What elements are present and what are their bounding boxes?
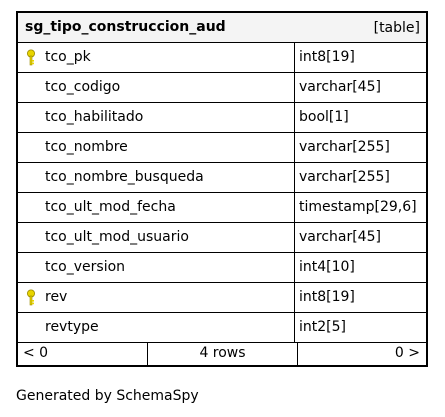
- column-name: rev: [45, 289, 68, 305]
- column-row: tco_version int4[10]: [18, 253, 426, 283]
- column-type-cell: varchar[45]: [295, 73, 426, 102]
- column-type-cell: varchar[45]: [295, 223, 426, 252]
- column-name: tco_ult_mod_usuario: [45, 229, 189, 245]
- column-name-cell: tco_nombre: [18, 133, 295, 162]
- parents-count-cell: < 0: [18, 343, 148, 365]
- column-row: tco_nombre_busqueda varchar[255]: [18, 163, 426, 193]
- column-row: tco_ult_mod_usuario varchar[45]: [18, 223, 426, 253]
- column-name-cell: tco_pk: [18, 43, 295, 72]
- column-type: int4[10]: [299, 259, 355, 275]
- column-name-cell: revtype: [18, 313, 295, 342]
- table-header: sg_tipo_construccion_aud [table]: [18, 13, 426, 43]
- column-name: tco_codigo: [45, 79, 121, 95]
- column-name: tco_nombre_busqueda: [45, 169, 204, 185]
- column-row: tco_nombre varchar[255]: [18, 133, 426, 163]
- column-type: varchar[255]: [299, 139, 390, 155]
- children-count-cell: 0 >: [298, 343, 426, 365]
- table-entity: sg_tipo_construccion_aud [table] tco_pk …: [16, 11, 428, 367]
- column-name-cell: rev: [18, 283, 295, 312]
- column-type-cell: int8[19]: [295, 43, 426, 72]
- column-name-cell: tco_version: [18, 253, 295, 282]
- children-count: 0 >: [394, 345, 420, 361]
- column-type-cell: int2[5]: [295, 313, 426, 342]
- table-name: sg_tipo_construccion_aud: [25, 19, 226, 35]
- column-name-cell: tco_nombre_busqueda: [18, 163, 295, 192]
- column-name: tco_version: [45, 259, 126, 275]
- column-name: tco_pk: [45, 49, 91, 65]
- generator-credit: Generated by SchemaSpy: [16, 388, 199, 404]
- column-type-cell: timestamp[29,6]: [295, 193, 426, 222]
- column-row: tco_ult_mod_fecha timestamp[29,6]: [18, 193, 426, 223]
- column-type: int2[5]: [299, 319, 346, 335]
- column-type-cell: bool[1]: [295, 103, 426, 132]
- column-name: tco_ult_mod_fecha: [45, 199, 176, 215]
- column-row: tco_codigo varchar[45]: [18, 73, 426, 103]
- column-row: rev int8[19]: [18, 283, 426, 313]
- column-name-cell: tco_codigo: [18, 73, 295, 102]
- key-icon: [27, 289, 35, 306]
- key-icon: [27, 49, 35, 66]
- column-type: timestamp[29,6]: [299, 199, 417, 215]
- column-type-cell: int4[10]: [295, 253, 426, 282]
- parents-count: < 0: [23, 345, 49, 361]
- column-type-cell: varchar[255]: [295, 163, 426, 192]
- column-name: revtype: [45, 319, 99, 335]
- column-type-cell: varchar[255]: [295, 133, 426, 162]
- row-count: 4 rows: [199, 345, 246, 361]
- column-row: revtype int2[5]: [18, 313, 426, 343]
- column-row: tco_pk int8[19]: [18, 43, 426, 73]
- column-type: int8[19]: [299, 49, 355, 65]
- column-name-cell: tco_ult_mod_usuario: [18, 223, 295, 252]
- column-name: tco_nombre: [45, 139, 128, 155]
- column-type-cell: int8[19]: [295, 283, 426, 312]
- column-type: varchar[45]: [299, 79, 381, 95]
- column-name-cell: tco_habilitado: [18, 103, 295, 132]
- table-footer: < 0 4 rows 0 >: [18, 343, 426, 365]
- column-name-cell: tco_ult_mod_fecha: [18, 193, 295, 222]
- column-type: varchar[45]: [299, 229, 381, 245]
- column-type: int8[19]: [299, 289, 355, 305]
- column-name: tco_habilitado: [45, 109, 144, 125]
- row-count-cell: 4 rows: [148, 343, 298, 365]
- column-type: bool[1]: [299, 109, 349, 125]
- column-type: varchar[255]: [299, 169, 390, 185]
- table-kind-label: [table]: [373, 20, 420, 36]
- column-row: tco_habilitado bool[1]: [18, 103, 426, 133]
